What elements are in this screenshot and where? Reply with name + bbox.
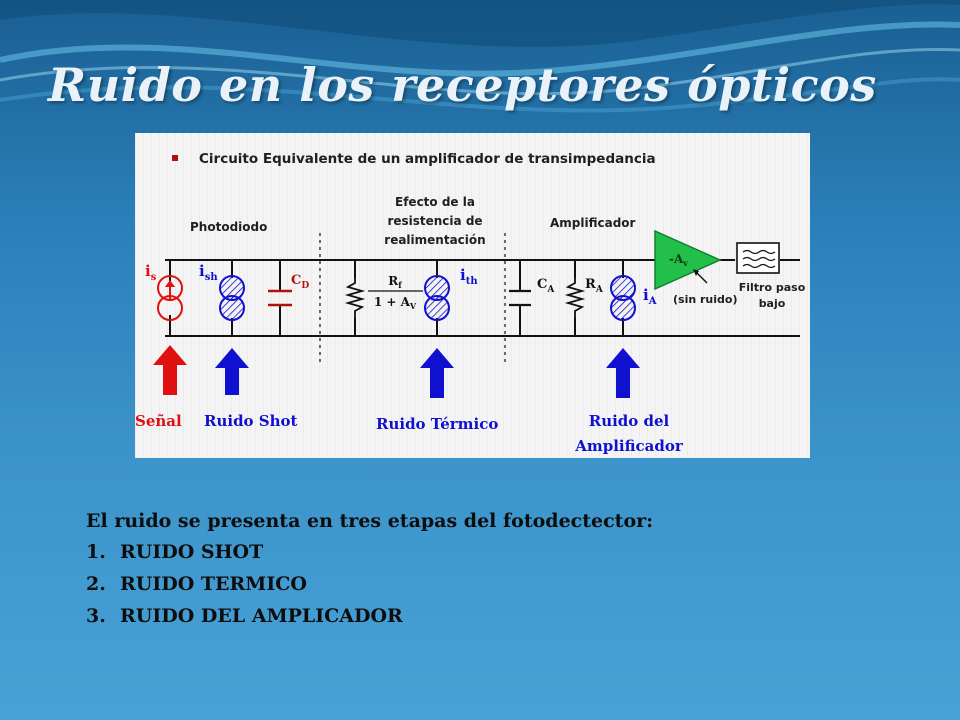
circuit-wires xyxy=(165,259,800,337)
heading-bullet xyxy=(172,155,178,161)
low-pass-filter-icon xyxy=(736,242,780,274)
signal-arrow-icon xyxy=(153,345,187,395)
signal-current-source-icon xyxy=(157,275,183,321)
label-gain: -Av xyxy=(669,252,688,268)
label-noiseless: (sin ruido) xyxy=(673,293,738,306)
section-label-feedback-3: realimentación xyxy=(384,233,485,247)
noiseless-pointer-head xyxy=(693,269,699,276)
thermal-noise-source-icon xyxy=(424,275,450,321)
section-label-feedback-1: Efecto de la xyxy=(395,195,475,209)
label-ith: ith xyxy=(460,266,478,287)
amplifier-noise-source-icon xyxy=(610,275,636,321)
list-item: 1.RUIDO SHOT xyxy=(86,541,264,563)
label-ca: CA xyxy=(537,277,555,295)
label-ia: iA xyxy=(643,286,657,307)
label-filter-2: bajo xyxy=(759,297,786,310)
circuit-diagram: Circuito Equivalente de un amplificador … xyxy=(135,133,810,458)
label-rf-denominator: 1 + AV xyxy=(374,295,417,311)
label-amp-noise-1: Ruido del xyxy=(589,412,670,430)
label-signal: Señal xyxy=(135,412,182,430)
section-label-photodiode: Photodiodo xyxy=(190,220,267,234)
label-is: is xyxy=(145,262,157,283)
section-label-amplifier: Amplificador xyxy=(550,216,636,230)
resistor-ra-icon xyxy=(564,278,586,318)
capacitor-cd-icon xyxy=(268,289,292,307)
label-rf-numerator: Rf xyxy=(388,274,402,290)
label-cd: CD xyxy=(291,273,309,291)
label-shot-noise: Ruido Shot xyxy=(204,412,298,430)
header-wave-decoration xyxy=(0,0,960,113)
thermal-noise-arrow-icon xyxy=(420,348,454,398)
resistor-rf-icon xyxy=(344,278,366,318)
list-item: 2.RUIDO TERMICO xyxy=(86,573,307,595)
label-ish: ish xyxy=(199,262,218,283)
slide-title: Ruido en los receptores ópticos xyxy=(48,58,877,112)
label-thermal-noise: Ruido Térmico xyxy=(376,415,498,433)
section-label-feedback-2: resistencia de xyxy=(387,214,482,228)
intro-text: El ruido se presenta en tres etapas del … xyxy=(86,510,654,532)
diagram-heading: Circuito Equivalente de un amplificador … xyxy=(199,151,656,167)
label-amp-noise-2: Amplificador xyxy=(574,437,684,455)
circuit-diagram-svg: Circuito Equivalente de un amplificador … xyxy=(135,133,810,458)
noise-stage-list: 1.RUIDO SHOT 2.RUIDO TERMICO 3.RUIDO DEL… xyxy=(86,536,653,632)
amplifier-triangle-icon xyxy=(654,229,722,291)
amplifier-noise-arrow-icon xyxy=(606,348,640,398)
list-item: 3.RUIDO DEL AMPLICADOR xyxy=(86,605,403,627)
content-block: El ruido se presenta en tres etapas del … xyxy=(86,506,653,632)
capacitor-ca-icon xyxy=(509,289,531,307)
label-filter-1: Filtro paso xyxy=(739,281,806,294)
shot-noise-arrow-icon xyxy=(215,348,249,395)
label-ra: RA xyxy=(585,277,604,295)
shot-noise-source-icon xyxy=(219,275,245,321)
